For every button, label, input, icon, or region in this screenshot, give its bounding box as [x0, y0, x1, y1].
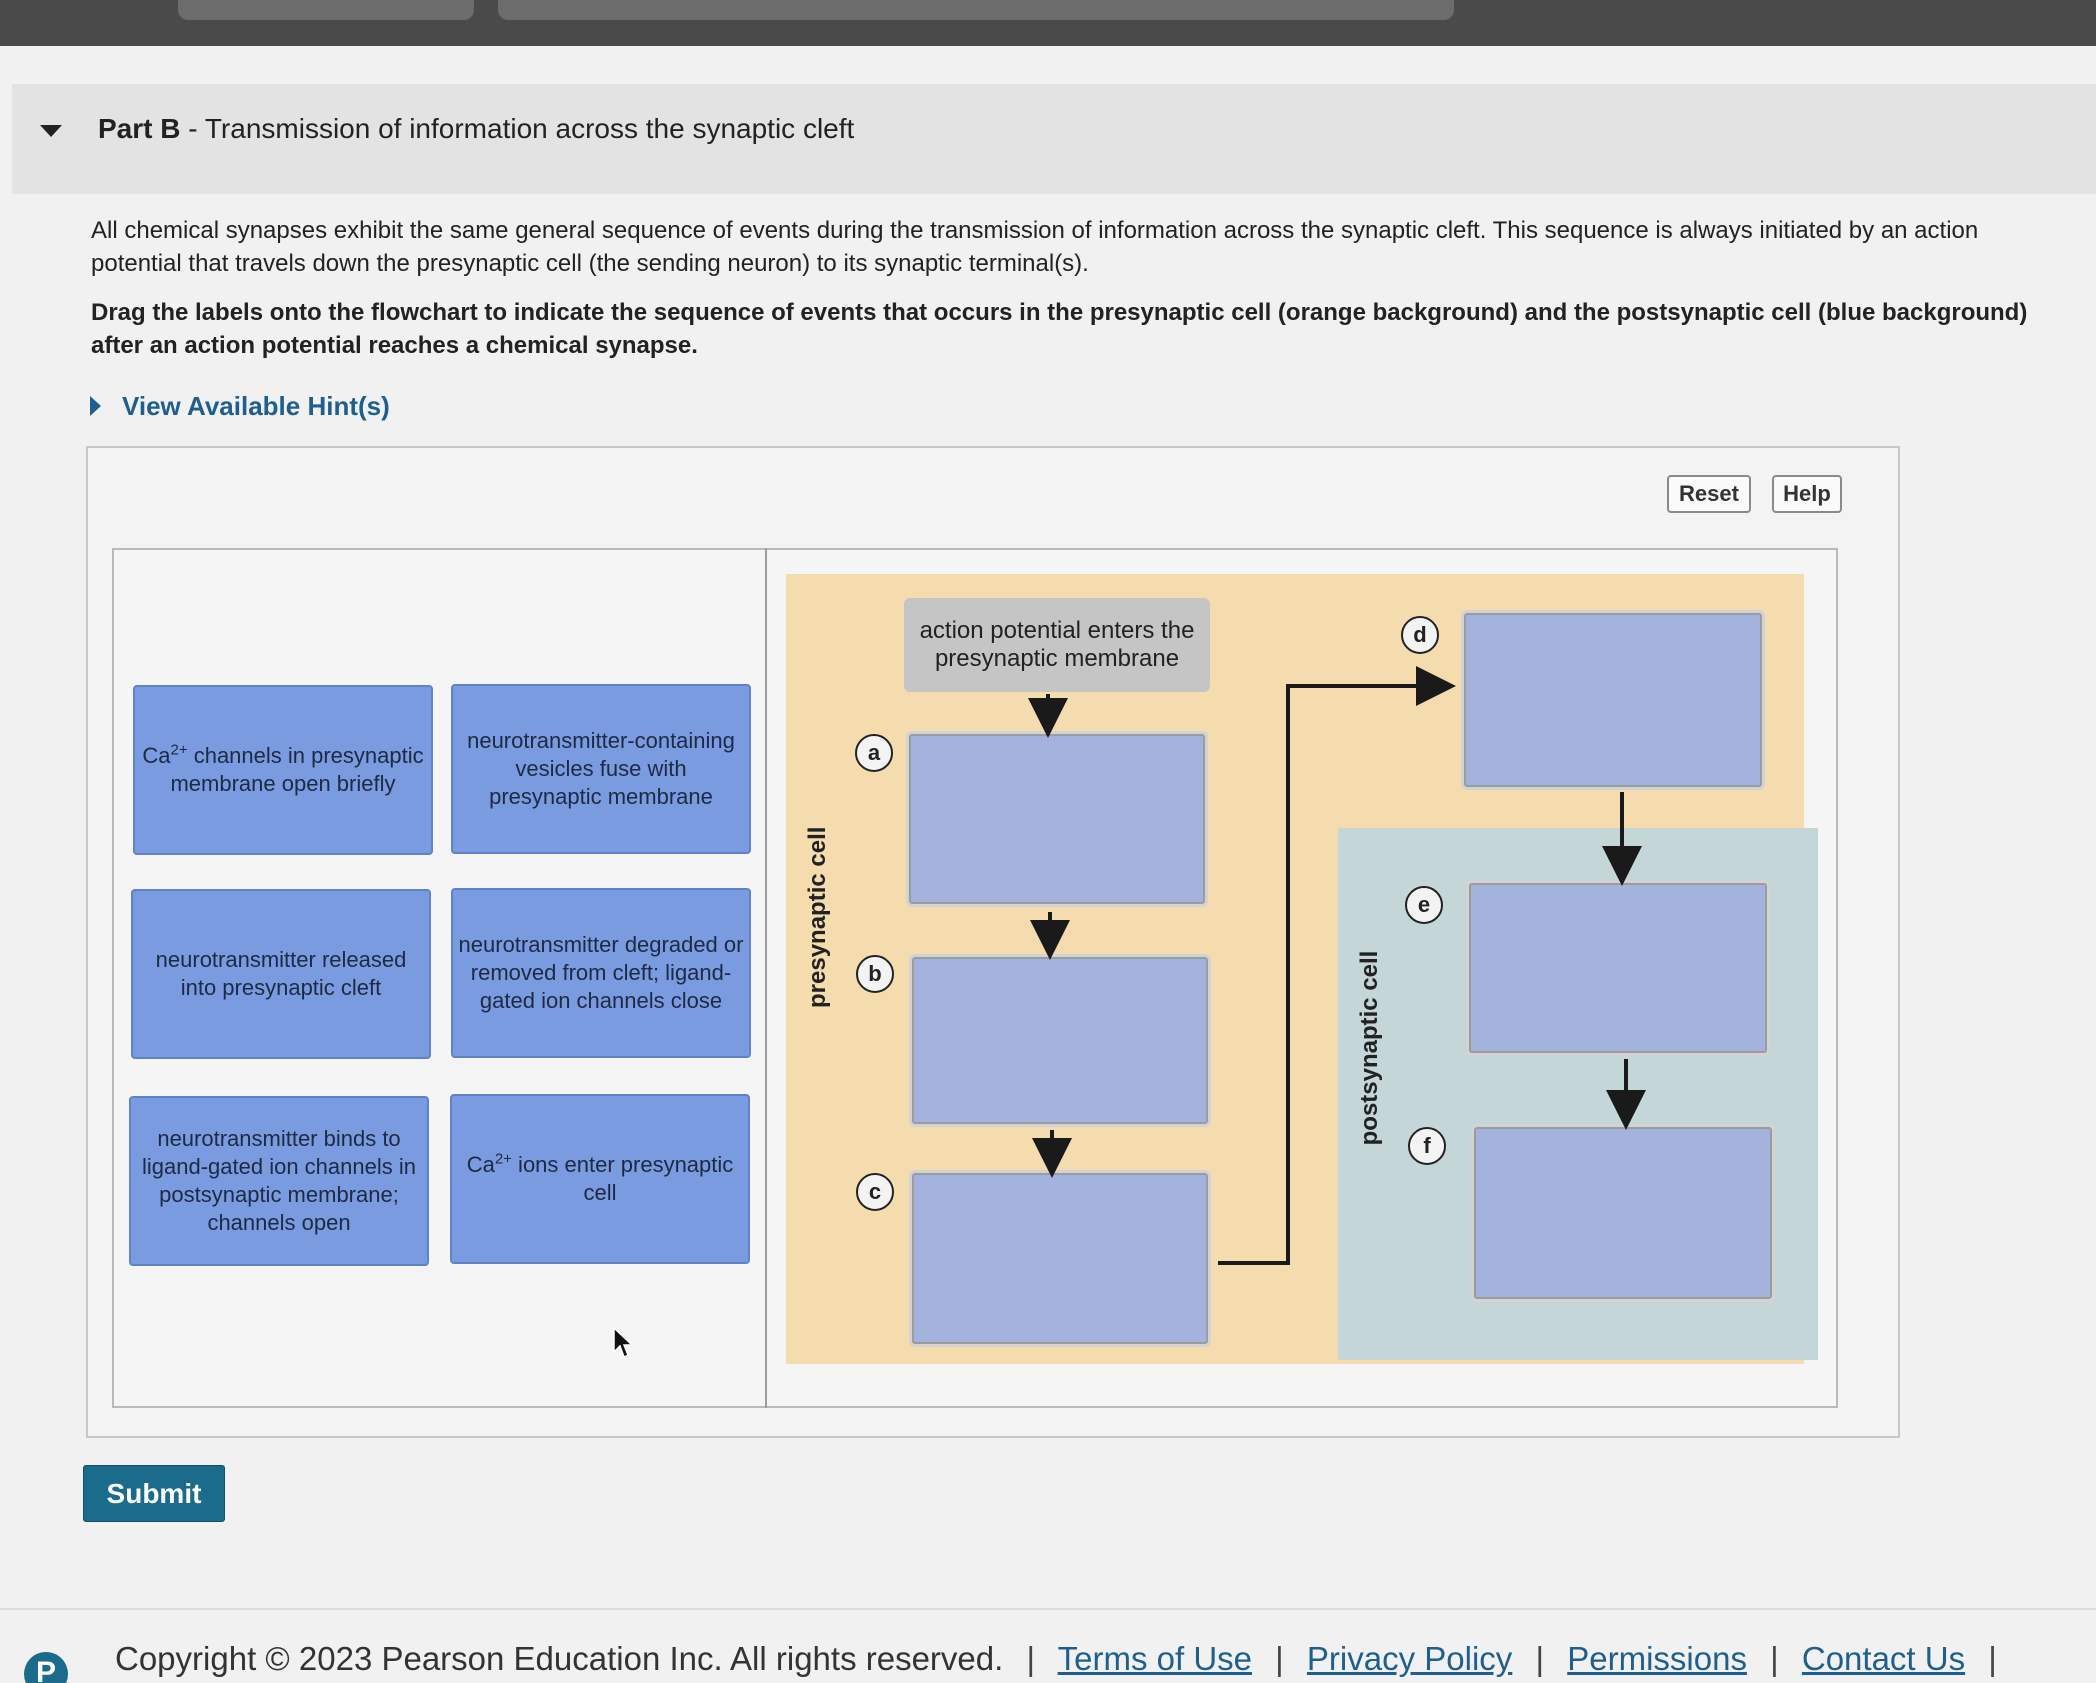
privacy-policy-link[interactable]: Privacy Policy: [1306, 1640, 1513, 1677]
label-vesicles-fuse[interactable]: neurotransmitter-containing vesicles fus…: [451, 684, 751, 854]
terms-of-use-link[interactable]: Terms of Use: [1057, 1640, 1252, 1677]
help-button[interactable]: Help: [1772, 475, 1842, 513]
footer: Copyright © 2023 Pearson Education Inc. …: [115, 1640, 1997, 1677]
drop-target-d[interactable]: [1461, 610, 1765, 790]
presynaptic-cell-label: presynaptic cell: [804, 826, 831, 1008]
pearson-logo-icon: P: [24, 1652, 68, 1683]
postsynaptic-cell-label: postsynaptic cell: [1356, 950, 1383, 1146]
drop-target-f[interactable]: [1471, 1124, 1775, 1302]
label-nt-binds[interactable]: neurotransmitter binds to ligand-gated i…: [129, 1096, 429, 1266]
contact-us-link[interactable]: Contact Us: [1801, 1640, 1966, 1677]
footer-divider: [0, 1608, 2096, 1610]
browser-tab[interactable]: [178, 0, 474, 20]
drop-target-b[interactable]: [909, 954, 1211, 1127]
part-header[interactable]: [12, 84, 2096, 194]
mouse-cursor-icon: [613, 1326, 634, 1359]
label-bank-divider: [765, 548, 767, 1408]
copyright-text: Copyright © 2023 Pearson Education Inc. …: [115, 1640, 1004, 1677]
view-hints-link[interactable]: View Available Hint(s): [122, 391, 390, 421]
label-ca-channels-open[interactable]: Ca2+ channels in presynaptic membrane op…: [133, 685, 433, 855]
permissions-link[interactable]: Permissions: [1567, 1640, 1747, 1677]
label-nt-degraded[interactable]: neurotransmitter degraded or removed fro…: [451, 888, 751, 1058]
label-ca-ions-enter[interactable]: Ca2+ ions enter presynaptic cell: [450, 1094, 750, 1264]
part-title: Part B - Transmission of information acr…: [98, 113, 855, 144]
intro-text: All chemical synapses exhibit the same g…: [91, 217, 1979, 277]
target-label-a: a: [855, 734, 893, 772]
browser-top-bar: [0, 0, 2096, 46]
target-label-e: e: [1405, 886, 1443, 924]
target-label-d: d: [1401, 616, 1439, 654]
drop-target-e[interactable]: [1466, 880, 1770, 1056]
label-nt-released[interactable]: neurotransmitter released into presynapt…: [131, 889, 431, 1059]
target-label-f: f: [1408, 1127, 1446, 1165]
target-label-b: b: [856, 955, 894, 993]
expand-caret-icon[interactable]: [90, 396, 101, 416]
target-label-c: c: [856, 1173, 894, 1211]
start-box-action-potential: action potential enters the presynaptic …: [904, 598, 1210, 692]
drop-target-a[interactable]: [906, 731, 1208, 907]
task-instructions: Drag the labels onto the flowchart to in…: [91, 299, 2028, 359]
reset-button[interactable]: Reset: [1667, 475, 1751, 513]
drop-target-c[interactable]: [909, 1170, 1211, 1347]
collapse-caret-icon[interactable]: [40, 125, 62, 137]
browser-address-tab[interactable]: [498, 0, 1454, 20]
submit-button[interactable]: Submit: [83, 1465, 225, 1522]
